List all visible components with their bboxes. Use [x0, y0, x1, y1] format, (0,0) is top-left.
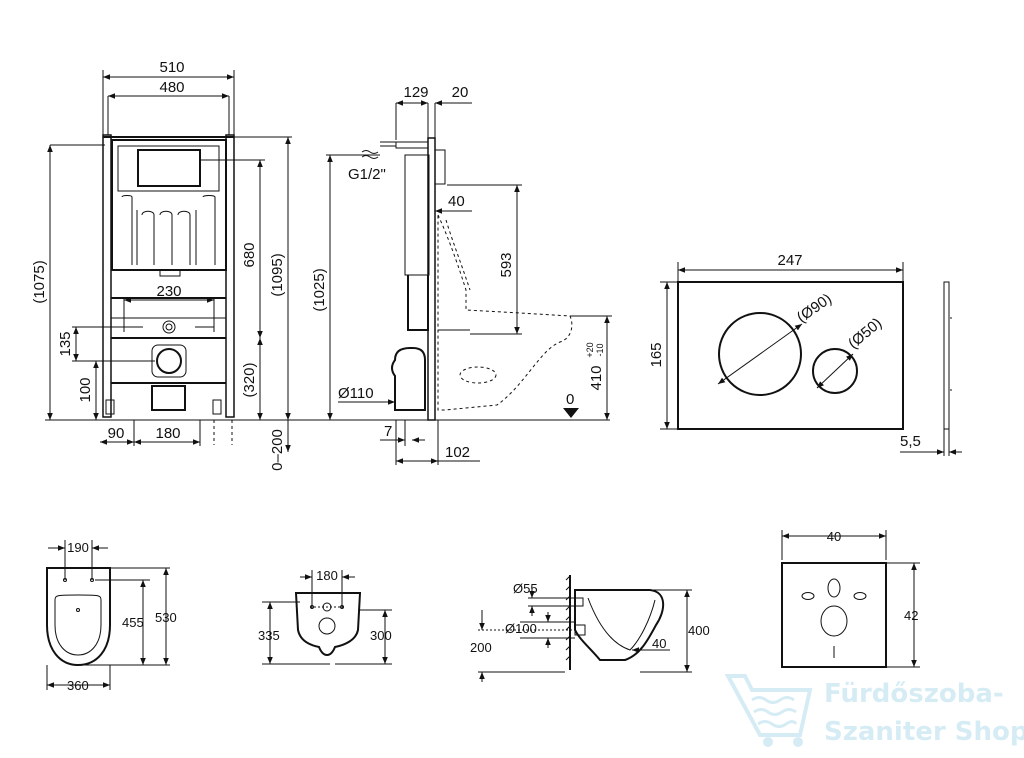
toilet-back-view: 180 335 300 [258, 568, 392, 665]
drain-diameter: Ø110 [338, 385, 374, 402]
flush-plate-view: (Ø90) (Ø50) 247 165 5,5 [648, 252, 962, 456]
toilet-top-view: 190 455 530 360 [46, 540, 177, 693]
dim-90: 90 [108, 425, 125, 442]
watermark-logo: Fürdőszoba- Szaniter Shop [724, 674, 1024, 747]
dim-410-plus: +20 [585, 342, 595, 357]
dim-bolt-spacing: 230 [156, 283, 181, 300]
dim-180-back: 180 [316, 568, 338, 583]
dim-102: 102 [445, 444, 470, 461]
dim-200-side: 200 [470, 640, 492, 655]
dim-width-outer: 510 [159, 59, 184, 76]
dim-530: 530 [155, 610, 177, 625]
dim-7: 7 [384, 423, 392, 440]
frame-side-view: 129 20 G1/2" 40 593 (1025) Ø110 7 102 0 … [311, 84, 612, 465]
dim-410-minus: -10 [595, 343, 605, 356]
dim-320: (320) [241, 362, 258, 397]
dim-190: 190 [67, 540, 89, 555]
button-small-diameter: (Ø50) [845, 315, 885, 353]
dim-height-right: (1095) [269, 253, 286, 296]
dim-129: 129 [403, 84, 428, 101]
panel-height: 42 [904, 608, 918, 623]
dim-height-left: (1075) [31, 260, 48, 303]
frame-front-view: 510 480 (1075) 680 (320) (1095) 0–200 23… [31, 59, 292, 471]
dim-400-side: 400 [688, 623, 710, 638]
dim-width-inner: 480 [159, 79, 184, 96]
plate-thickness: 5,5 [900, 433, 921, 450]
wall-panel-view: 40 42 [781, 529, 920, 668]
dim-100: 100 [77, 377, 94, 402]
plate-height: 165 [648, 342, 665, 367]
plate-width: 247 [777, 252, 802, 269]
watermark-line2: Szaniter Shop [824, 717, 1024, 747]
dim-40: 40 [448, 193, 465, 210]
dim-593: 593 [498, 252, 515, 277]
button-big-diameter: (Ø90) [794, 290, 835, 326]
dim-height-tank: 680 [241, 242, 258, 267]
toilet-side-view: Ø55 Ø100 200 400 40 [470, 575, 710, 682]
dim-1025: (1025) [311, 268, 328, 311]
watermark-line1: Fürdőszoba- [824, 679, 1004, 709]
dim-180: 180 [155, 425, 180, 442]
dim-135: 135 [57, 331, 74, 356]
dim-360: 360 [67, 678, 89, 693]
panel-width: 40 [827, 529, 841, 544]
dim-40-side: 40 [652, 636, 666, 651]
dim-300: 300 [370, 628, 392, 643]
dim-335: 335 [258, 628, 280, 643]
water-inlet-label: G1/2" [348, 166, 386, 183]
dim-410: 410 [588, 365, 605, 390]
floor-zero-label: 0 [566, 391, 574, 408]
dim-0-200: 0–200 [269, 429, 286, 471]
dim-20: 20 [452, 84, 469, 101]
dim-455: 455 [122, 615, 144, 630]
dim-100-side: Ø100 [505, 621, 537, 636]
dim-55: Ø55 [513, 581, 538, 596]
